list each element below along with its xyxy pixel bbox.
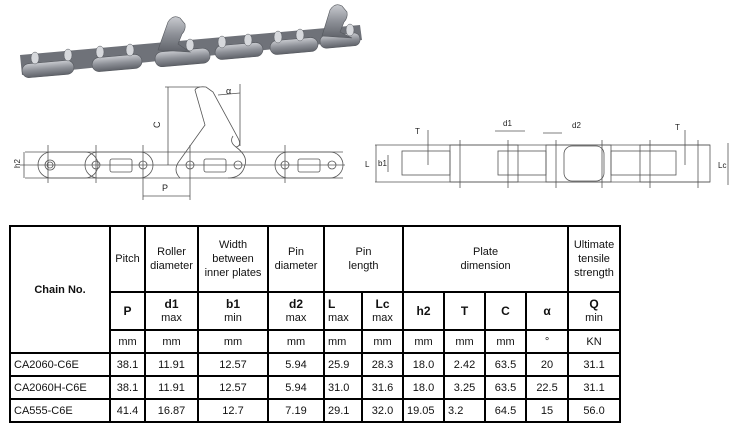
cell-L: 29.1 xyxy=(323,398,363,423)
cell-C: 64.5 xyxy=(484,398,528,423)
label-d1: d1 xyxy=(503,119,512,128)
label-T-left: T xyxy=(415,127,420,136)
cell-Q: 56.0 xyxy=(567,398,622,423)
cell-pitch: 41.4 xyxy=(109,398,146,423)
unit-cell: ° xyxy=(525,329,570,354)
unit-cell: KN xyxy=(567,329,622,354)
chain-photo xyxy=(20,4,362,78)
cell-b1: 12.57 xyxy=(197,352,269,377)
cell-d2: 5.94 xyxy=(267,352,325,377)
cell-T: 3.2 xyxy=(443,398,487,423)
label-alpha: α xyxy=(226,86,231,96)
chain-no-cell: CA555-C6E xyxy=(9,398,111,423)
cell-T: 3.25 xyxy=(443,375,487,400)
cell-alpha: 15 xyxy=(525,398,570,423)
cell-b1: 12.7 xyxy=(197,398,269,423)
cell-h2: 18.0 xyxy=(402,352,446,377)
cell-Q: 31.1 xyxy=(567,352,622,377)
header-pitch: Pitch xyxy=(109,225,146,293)
sym-P: P xyxy=(109,291,146,331)
unit-cell: mm xyxy=(267,329,325,354)
cell-Q: 31.1 xyxy=(567,375,622,400)
cell-alpha: 20 xyxy=(525,352,570,377)
cell-C: 63.5 xyxy=(484,375,528,400)
cell-L: 25.9 xyxy=(323,352,363,377)
table-row: CA555-C6E 41.4 16.87 12.7 7.19 29.1 32.0… xyxy=(9,398,622,423)
unit-cell: mm xyxy=(360,329,405,354)
cell-Lc: 32.0 xyxy=(360,398,405,423)
chain-no-cell: CA2060H-C6E xyxy=(9,375,111,400)
label-T-right: T xyxy=(675,123,680,132)
cell-d2: 5.94 xyxy=(267,375,325,400)
sym-T: T xyxy=(443,291,487,331)
cell-d1: 11.91 xyxy=(144,375,199,400)
table-row: CA2060-C6E 38.1 11.91 12.57 5.94 25.9 28… xyxy=(9,352,622,377)
table-row: CA2060H-C6E 38.1 11.91 12.57 5.94 31.0 3… xyxy=(9,375,622,400)
label-b1: b1 xyxy=(378,159,387,168)
sym-h2: h2 xyxy=(402,291,446,331)
chain-no-header: Chain No. xyxy=(9,225,111,354)
unit-cell: mm xyxy=(323,329,363,354)
cell-L: 31.0 xyxy=(323,375,363,400)
cell-b1: 12.57 xyxy=(197,375,269,400)
cell-alpha: 22.5 xyxy=(525,375,570,400)
unit-cell: mm xyxy=(144,329,199,354)
unit-cell: mm xyxy=(402,329,446,354)
cell-h2: 18.0 xyxy=(402,375,446,400)
top-view-diagram: T d1 d2 T L b1 Lc xyxy=(365,119,729,188)
cell-Lc: 28.3 xyxy=(360,352,405,377)
cell-pitch: 38.1 xyxy=(109,375,146,400)
cell-h2: 19.05 xyxy=(402,398,446,423)
cell-C: 63.5 xyxy=(484,352,528,377)
sym-alpha: α xyxy=(525,291,570,331)
cell-d1: 16.87 xyxy=(144,398,199,423)
cell-pitch: 38.1 xyxy=(109,352,146,377)
cell-d2: 7.19 xyxy=(267,398,325,423)
label-P: P xyxy=(162,183,168,193)
unit-cell: mm xyxy=(109,329,146,354)
side-view-diagram: C α h2 P xyxy=(13,84,345,200)
label-Lc: Lc xyxy=(718,161,726,170)
unit-cell: mm xyxy=(484,329,528,354)
cell-d1: 11.91 xyxy=(144,352,199,377)
label-d2: d2 xyxy=(572,121,581,130)
unit-cell: mm xyxy=(443,329,487,354)
label-L: L xyxy=(365,160,370,169)
chain-no-cell: CA2060-C6E xyxy=(9,352,111,377)
label-C: C xyxy=(152,121,162,128)
cell-Lc: 31.6 xyxy=(360,375,405,400)
unit-cell: mm xyxy=(197,329,269,354)
cell-T: 2.42 xyxy=(443,352,487,377)
sym-C: C xyxy=(484,291,528,331)
label-h2: h2 xyxy=(13,159,22,168)
